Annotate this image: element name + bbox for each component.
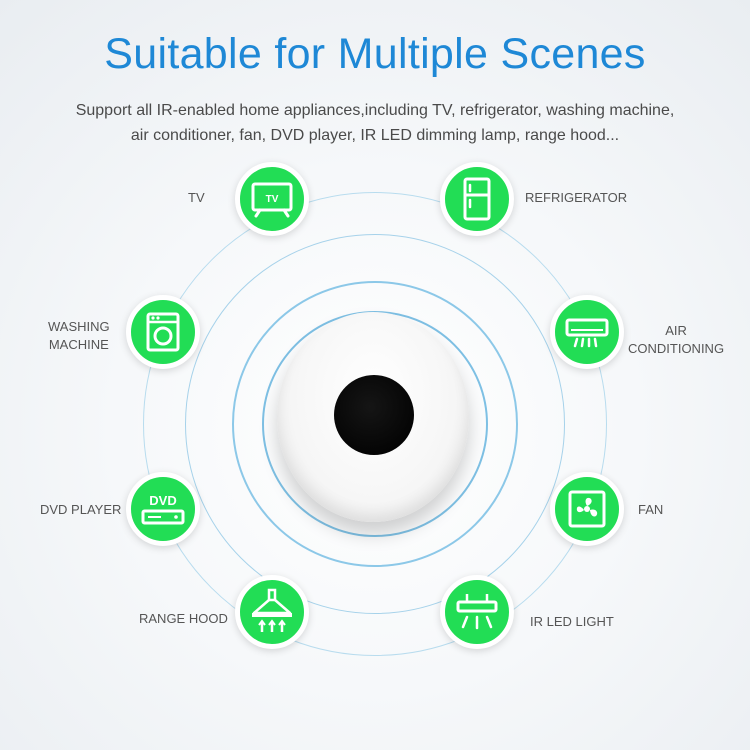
air-conditioning-label-line-1: AIR: [665, 323, 687, 338]
outer-ring: [143, 192, 607, 656]
ir-led-light-label: IR LED LIGHT: [530, 614, 614, 629]
tv-icon-text: TV: [266, 194, 279, 205]
dvd-player-button: DVD: [126, 472, 200, 546]
air-conditioner-button: [550, 295, 624, 369]
range-hood-icon: [252, 588, 292, 632]
washing-machine-label-line-2: MACHINE: [48, 337, 109, 352]
washing-machine-button: [126, 295, 200, 369]
refrigerator-button: [440, 162, 514, 236]
dvd-player-icon: DVD: [141, 493, 185, 525]
tv-icon: TV: [251, 182, 293, 218]
ir-lens: [334, 375, 414, 455]
refrigerator-icon: [463, 177, 491, 221]
washing-machine-icon: [146, 312, 180, 352]
tv-button: TV: [235, 162, 309, 236]
refrigerator-label: REFRIGERATOR: [525, 190, 628, 205]
inner-ring: [232, 281, 518, 567]
ir-led-light-button: [440, 575, 514, 649]
subtitle-line-2: air conditioner, fan, DVD player, IR LED…: [130, 127, 620, 144]
air-conditioner-icon: [565, 318, 609, 348]
fan-icon: [568, 490, 606, 528]
range-hood-label: RANGE HOOD: [139, 611, 228, 626]
dvd-player-label: DVD PLAYER: [40, 502, 122, 517]
washing-machine-label: WASHING MACHINE: [48, 318, 110, 354]
dvd-icon-text: DVD: [149, 493, 176, 508]
fan-label: FAN: [638, 502, 664, 517]
ir-blaster-device: [277, 312, 469, 522]
subtitle-line-1: Support all IR-enabled home appliances,i…: [75, 102, 675, 119]
range-hood-button: [235, 575, 309, 649]
ir-led-light-icon: [456, 594, 498, 630]
air-conditioning-label-line-2: CONDITIONING: [628, 341, 725, 356]
tv-label: TV: [188, 190, 205, 205]
page-title: Suitable for Multiple Scenes: [104, 30, 646, 78]
fan-button: [550, 472, 624, 546]
middle-ring: [185, 234, 565, 614]
air-conditioning-label: AIR CONDITIONING: [628, 322, 724, 358]
subtitle: Support all IR-enabled home appliances,i…: [30, 98, 720, 148]
washing-machine-label-line-1: WASHING: [48, 319, 110, 334]
